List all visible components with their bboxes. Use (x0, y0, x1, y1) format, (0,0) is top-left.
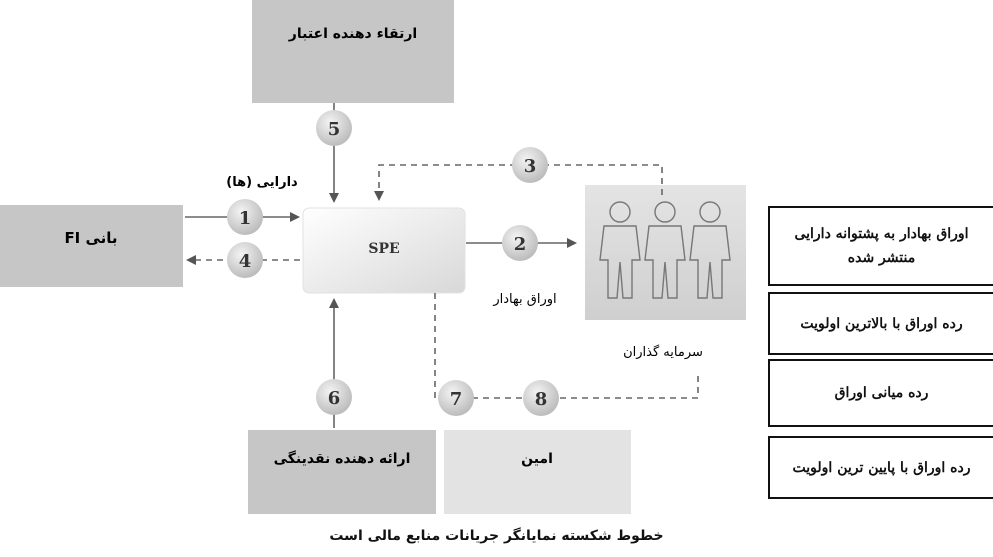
flow-circle-6 (316, 379, 352, 415)
spe-label: SPE (368, 241, 399, 257)
tranche-junior: رده اوراق با پایین ترین اولویت (768, 436, 993, 499)
tranche-issued-abs-label: اوراق بهادار به پشتوانه دارایی منتشر شده (794, 226, 969, 266)
investors-panel (585, 185, 746, 320)
tranche-issued-abs: اوراق بهادار به پشتوانه دارایی منتشر شده (768, 206, 993, 286)
credit-enhancer-label: ارتقاء دهنده اعتبار (288, 26, 417, 42)
credit-enhancer-box (252, 0, 454, 103)
trustee-box (444, 430, 631, 514)
flow-circle-7 (438, 380, 474, 416)
tranche-senior: رده اوراق با بالاترین اولویت (768, 292, 993, 355)
tranche-senior-label: رده اوراق با بالاترین اولویت (800, 315, 963, 332)
tranche-junior-label: رده اوراق با پایین ترین اولویت (792, 459, 971, 476)
diagram-caption: خطوط شکسته نمایانگر جریانات منابع مالی ا… (329, 528, 664, 544)
securities-label: اوراق بهادار (492, 292, 556, 307)
flow-number-5: 5 (328, 119, 341, 140)
flow-number-2: 2 (514, 234, 527, 255)
flow-number-4: 4 (239, 251, 252, 272)
flow-number-circles: 1 4 5 3 2 6 7 8 (227, 110, 559, 416)
investors-label: سرمایه گذاران (623, 344, 703, 360)
flow-number-7: 7 (450, 389, 463, 410)
flow-circle-1 (227, 199, 263, 235)
flow-circle-4 (227, 242, 263, 278)
spe-box (302, 207, 466, 294)
flow-number-6: 6 (328, 388, 341, 409)
flow-circle-8 (523, 380, 559, 416)
flow-line-3 (374, 164, 663, 201)
flow-number-8: 8 (535, 389, 548, 410)
flow-circle-3 (512, 147, 548, 183)
liquidity-provider-box (248, 430, 436, 514)
flow-line-7 (434, 293, 472, 399)
flow-line-8 (472, 372, 699, 399)
assets-label: دارایی (ها) (226, 175, 298, 190)
flow-circle-5 (316, 110, 352, 146)
trustee-label: امین (521, 451, 553, 467)
tranche-mezzanine-label: رده میانی اوراق (834, 385, 929, 401)
liquidity-provider-label: ارائه دهنده نقدینگی (274, 450, 411, 467)
flow-number-1: 1 (239, 208, 252, 229)
tranche-mezzanine: رده میانی اوراق (768, 359, 993, 427)
three-people-icon (599, 201, 731, 299)
originator-label: بانی FI (64, 229, 117, 247)
flow-number-3: 3 (524, 156, 537, 177)
flow-circle-2 (502, 225, 538, 261)
originator-box (0, 205, 183, 287)
